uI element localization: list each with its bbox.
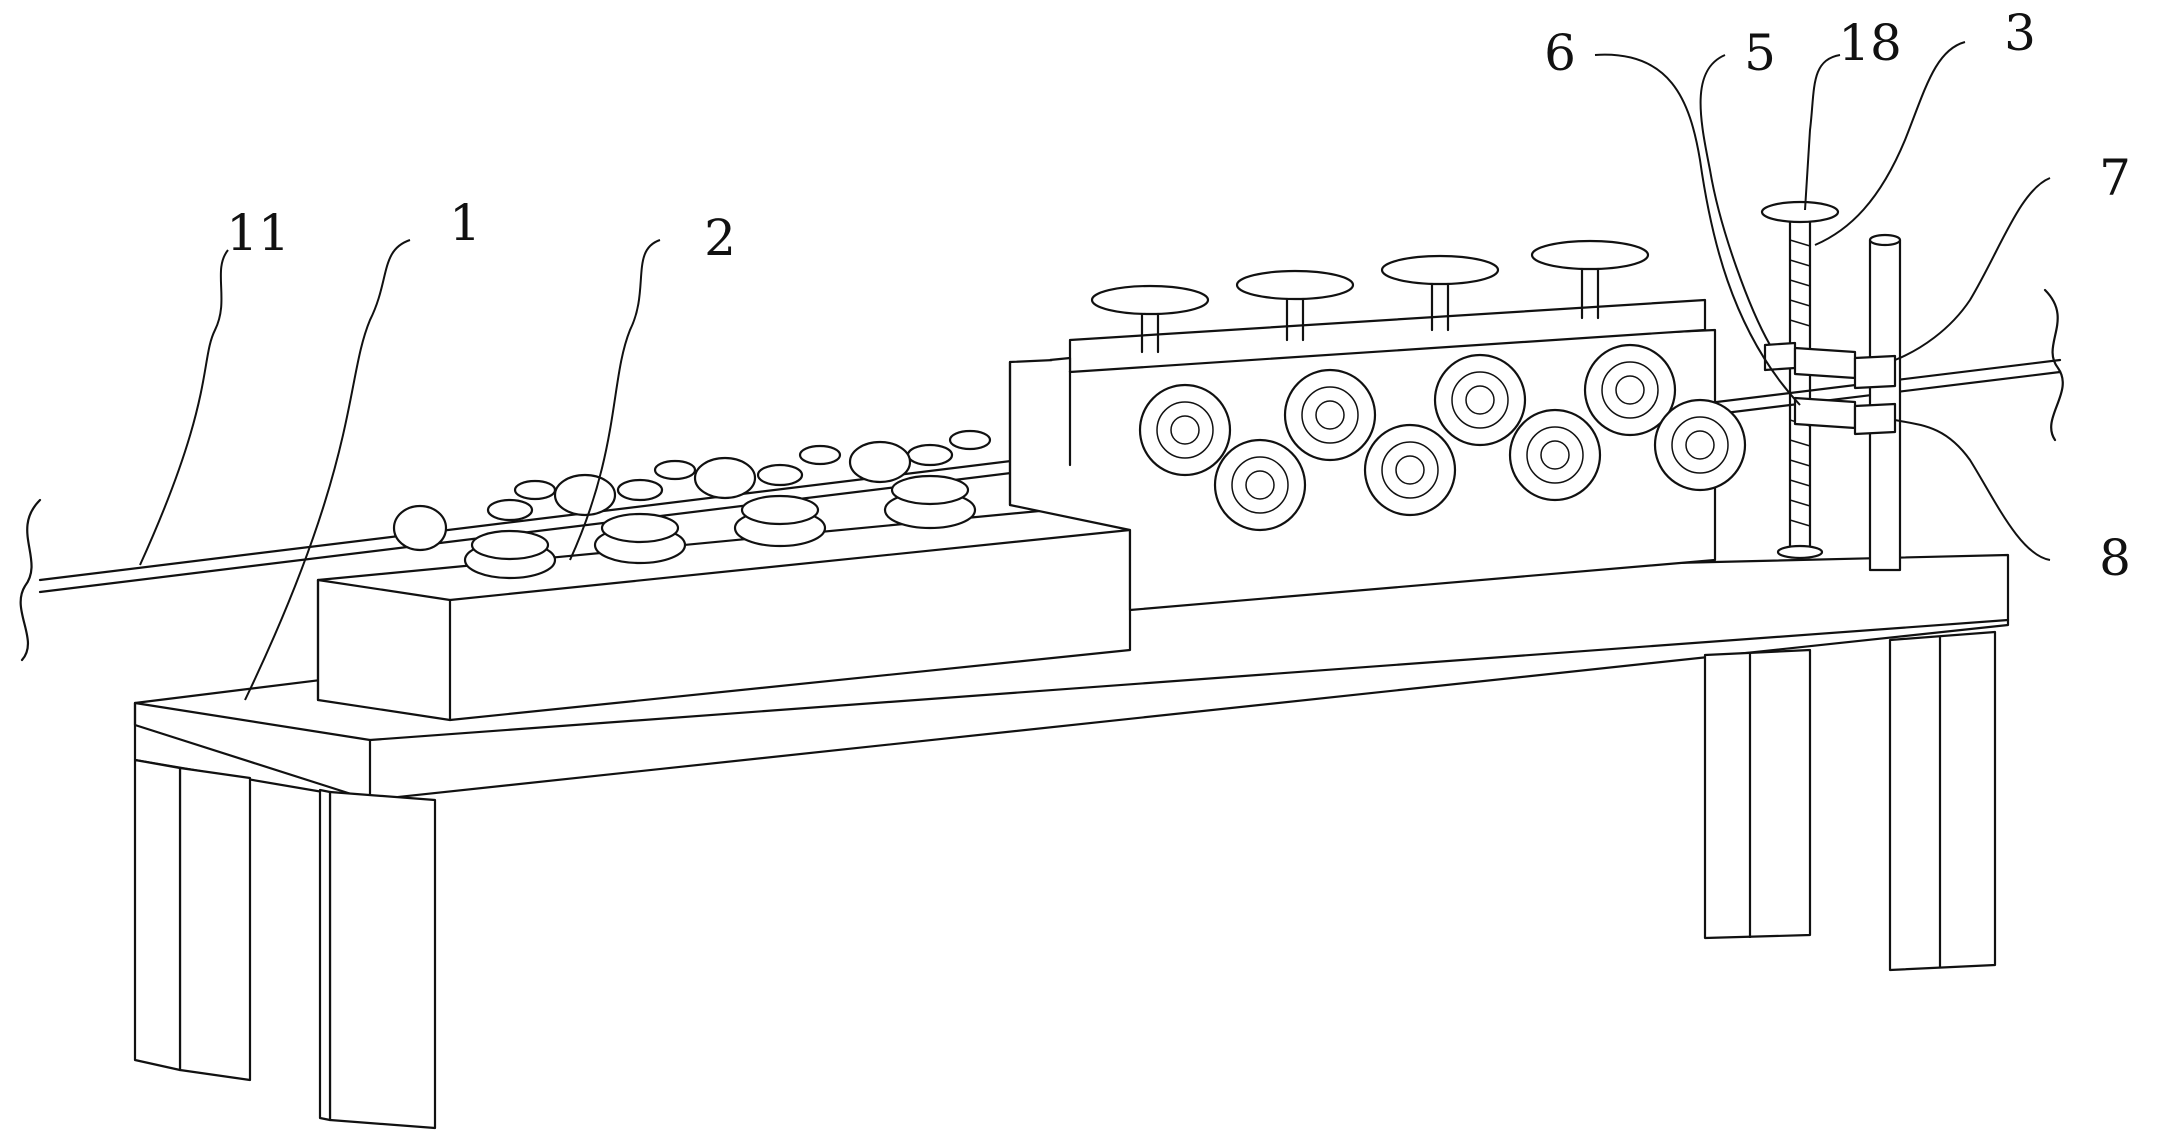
callout-8: 8 <box>2099 529 2131 587</box>
callout-7: 7 <box>2099 149 2131 207</box>
callout-11: 11 <box>226 204 290 262</box>
callout-6: 6 <box>1544 24 1576 82</box>
callout-3: 3 <box>2004 4 2036 62</box>
callout-2: 2 <box>704 209 736 267</box>
callout-5: 5 <box>1744 24 1776 82</box>
callout-18: 18 <box>1838 14 1902 72</box>
callout-1: 1 <box>449 194 481 252</box>
guide-post <box>1870 235 1900 570</box>
adjusting-screw <box>1762 202 1838 558</box>
